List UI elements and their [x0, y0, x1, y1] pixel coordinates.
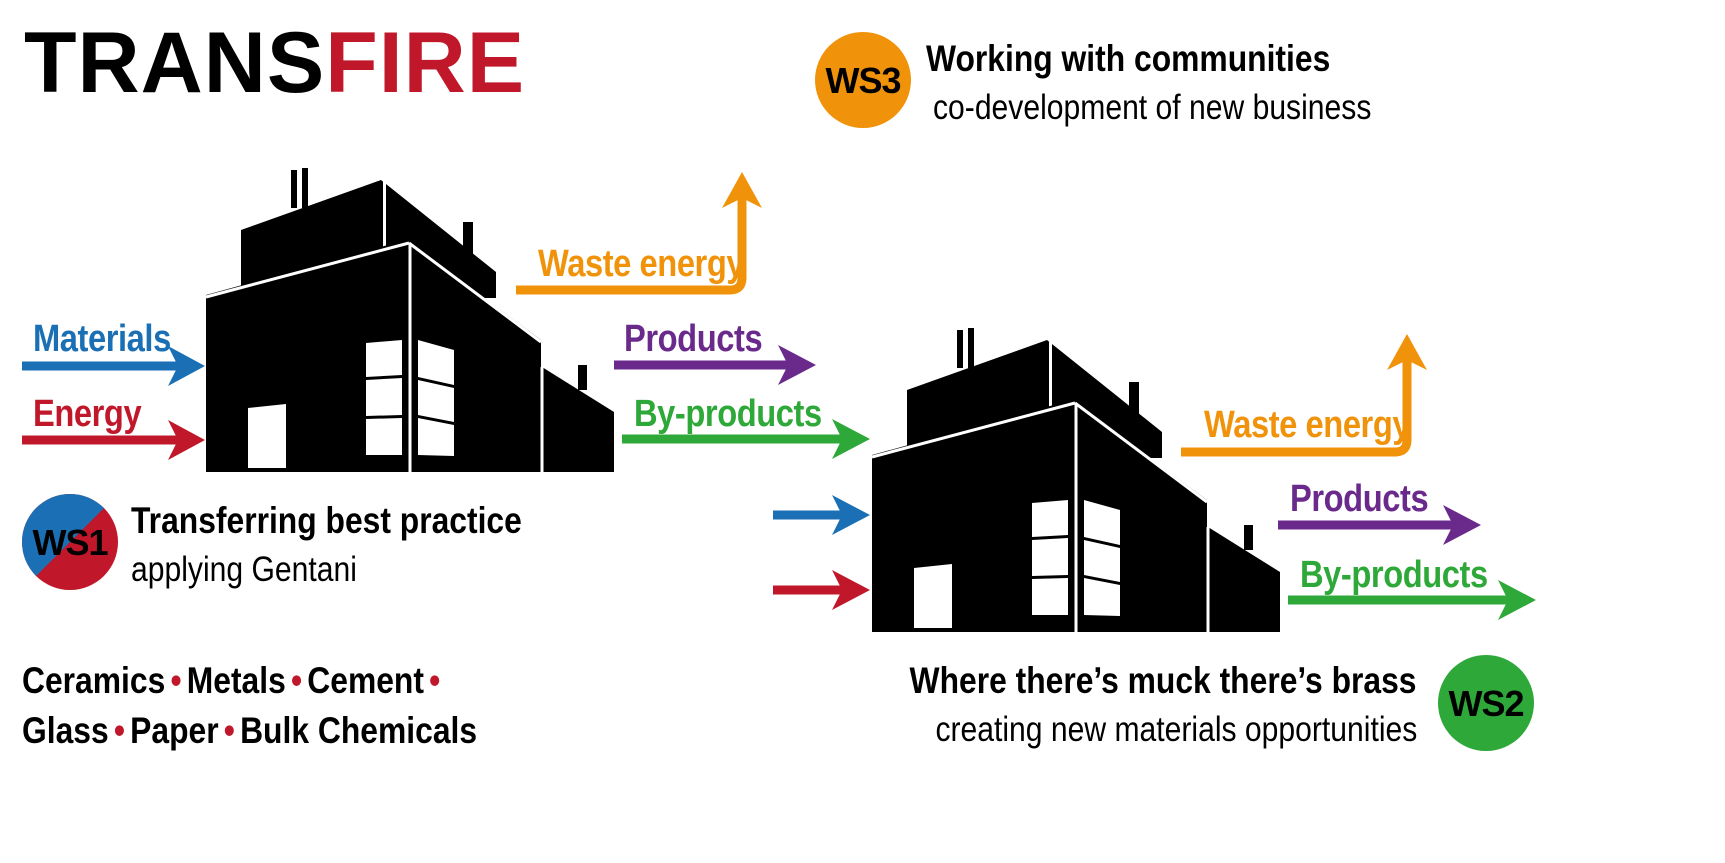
industry-bulk-chemicals: Bulk Chemicals — [240, 710, 478, 751]
products-label-2: Products — [1290, 478, 1429, 520]
separator-dot: • — [113, 710, 125, 751]
ws1-badge: WS1 — [22, 494, 118, 590]
materials-arrow — [22, 346, 205, 386]
separator-dot: • — [223, 710, 235, 751]
materials-arrow-2 — [773, 495, 870, 535]
ws1-subtitle: applying Gentani — [131, 550, 357, 589]
industries-line-1: Ceramics•Metals•Cement• — [22, 662, 445, 699]
separator-dot: • — [170, 660, 182, 701]
transfire-logo: TRANSFIRE — [24, 20, 525, 106]
materials-label: Materials — [33, 318, 171, 360]
factory-2-building — [870, 326, 1282, 634]
products-arrow-2 — [1278, 505, 1481, 545]
ws2-title: Where there’s muck there’s brass — [910, 660, 1417, 701]
industry-ceramics: Ceramics — [22, 660, 166, 701]
industry-cement: Cement — [307, 660, 424, 701]
ws1-badge-label: WS1 — [32, 522, 108, 563]
by-products-arrow-2 — [1288, 580, 1536, 620]
factory-1-building — [204, 166, 616, 474]
waste-energy-arrow-2 — [1181, 334, 1427, 457]
industries-line-2: Glass•Paper•Bulk Chemicals — [22, 712, 477, 749]
ws1-title: Transferring best practice — [131, 500, 522, 541]
by-products-label-1: By-products — [634, 393, 822, 435]
industry-paper: Paper — [130, 710, 219, 751]
products-arrow-1 — [614, 345, 816, 385]
ws3-badge: WS3 — [815, 32, 911, 128]
waste-energy-arrow-1 — [516, 172, 762, 295]
separator-dot: • — [290, 660, 303, 701]
by-products-arrow-1 — [622, 419, 870, 459]
waste-energy-label-1: Waste energy — [538, 243, 745, 285]
products-label-1: Products — [624, 318, 763, 360]
industry-glass: Glass — [22, 710, 109, 751]
energy-arrow-2 — [773, 570, 870, 610]
energy-label: Energy — [33, 393, 142, 435]
logo-part-trans: TRANS — [24, 15, 326, 111]
ws3-subtitle: co-development of new business — [933, 88, 1372, 127]
waste-energy-label-2: Waste energy — [1204, 404, 1411, 446]
industry-metals: Metals — [186, 660, 286, 701]
ws2-badge: WS2 — [1438, 655, 1534, 751]
ws2-subtitle: creating new materials opportunities — [935, 710, 1417, 749]
ws2-badge-label: WS2 — [1448, 683, 1523, 724]
ws3-title: Working with communities — [926, 38, 1331, 79]
ws3-badge-label: WS3 — [825, 60, 900, 101]
logo-part-fire: FIRE — [325, 15, 526, 111]
energy-arrow — [22, 420, 205, 460]
separator-dot: • — [429, 660, 441, 701]
by-products-label-2: By-products — [1300, 554, 1488, 596]
